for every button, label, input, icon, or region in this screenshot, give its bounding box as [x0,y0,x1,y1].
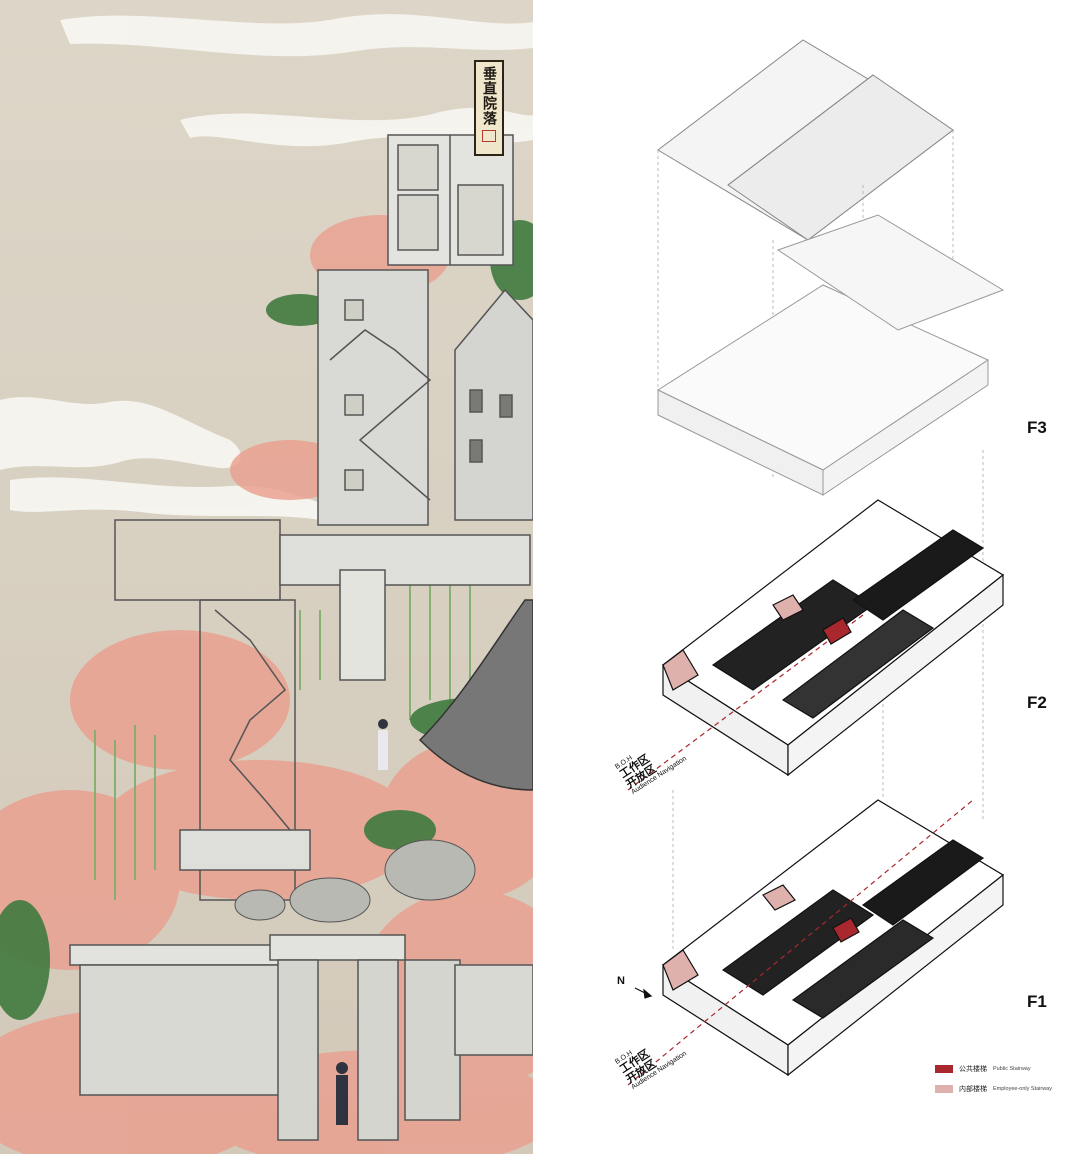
vertical-courtyard-illustration [0,0,533,1154]
north-label: N [617,975,625,987]
title-plaque: 垂直院落 [474,60,504,156]
floor-label-f3: F3 [1027,418,1047,437]
pagoda-roof [418,599,533,791]
title-text: 垂直院落 [481,66,497,126]
top-tower [387,134,514,266]
floor-2-plan [661,499,1005,777]
legend-staff-stair: 内部楼梯 Employee-only Stairway [935,1084,1052,1094]
legend-cn: 内部楼梯 [959,1085,987,1093]
exploded-axonometric-diagram [627,39,1005,1086]
zone-divider-lines [627,614,974,1086]
floor-label-f2: F2 [1027,693,1047,712]
legend-swatch-public [935,1065,953,1073]
legend-cn: 公共楼梯 [959,1065,987,1073]
legend-public-stair: 公共楼梯 Public Stairway [935,1064,1031,1074]
roof-layer [657,39,954,241]
gable-house [454,288,533,521]
bottom-courtyard [69,934,533,1141]
legend-en: Employee-only Stairway [993,1086,1052,1092]
stair-tower [317,269,432,526]
floor-1-plan [661,799,1005,1077]
figures [336,719,388,1125]
floor-label-f1: F1 [1027,992,1047,1011]
legend-en: Public Stairway [993,1066,1031,1072]
legend-swatch-staff [935,1085,953,1093]
scholar-rocks [234,839,476,923]
floor-3-plan [656,214,1005,496]
north-arrow [634,987,653,999]
red-seal-stamp [482,130,496,142]
